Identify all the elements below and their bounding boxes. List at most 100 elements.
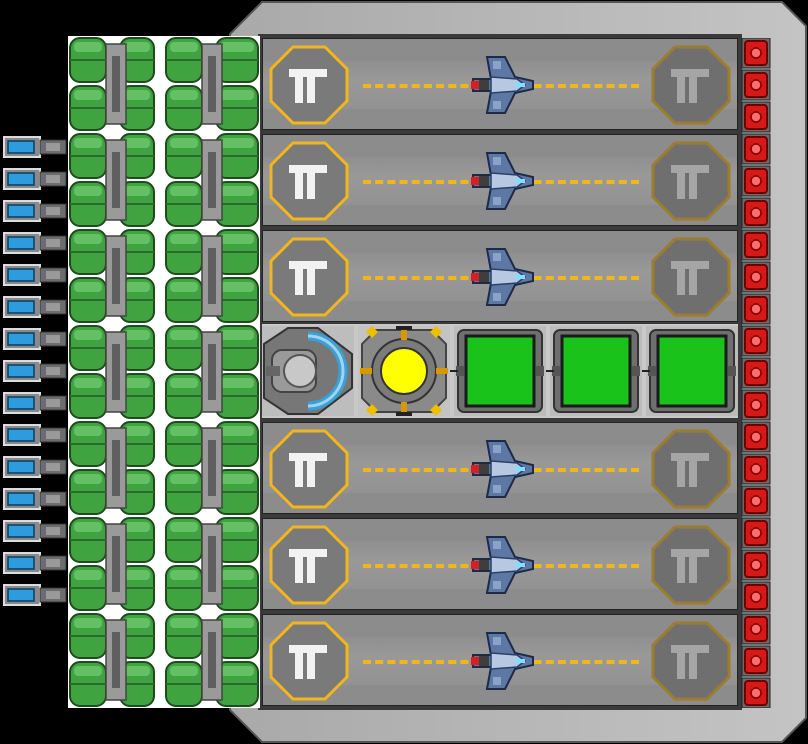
fuel-tank-icon[interactable] [119,229,155,275]
fuel-tank-icon[interactable] [165,37,203,83]
fuel-tank-icon[interactable] [165,613,203,659]
red-module-icon[interactable] [741,645,771,677]
hangar-bay[interactable] [262,518,738,610]
fuel-tank-icon[interactable] [165,373,203,419]
fighter-ship-icon[interactable] [465,243,535,311]
fuel-tank-icon[interactable] [165,133,203,179]
fuel-tank-icon[interactable] [165,565,203,611]
fuel-tank-icon[interactable] [165,517,203,563]
fuel-tank-icon[interactable] [69,181,107,227]
red-module-icon[interactable] [741,101,771,133]
launch-pad-active-icon[interactable] [269,429,349,509]
thruster-icon[interactable] [0,132,68,162]
fuel-tank-icon[interactable] [165,661,203,707]
fuel-tank-icon[interactable] [165,85,203,131]
fuel-tank-icon[interactable] [215,181,259,227]
thruster-icon[interactable] [0,324,68,354]
red-module-icon[interactable] [741,357,771,389]
launch-pad-active-icon[interactable] [269,525,349,605]
hangar-bay[interactable] [262,422,738,514]
hangar-bay[interactable] [262,38,738,130]
fuel-tank-icon[interactable] [165,469,203,515]
fighter-ship-icon[interactable] [465,147,535,215]
hangar-bay[interactable] [262,230,738,322]
thruster-icon[interactable] [0,292,68,322]
red-module-icon[interactable] [741,453,771,485]
thruster-icon[interactable] [0,228,68,258]
fuel-tank-icon[interactable] [69,373,107,419]
fighter-ship-icon[interactable] [465,627,535,695]
red-module-icon[interactable] [741,165,771,197]
fuel-tank-icon[interactable] [69,133,107,179]
thruster-icon[interactable] [0,196,68,226]
fuel-tank-icon[interactable] [165,325,203,371]
fuel-tank-icon[interactable] [215,517,259,563]
thruster-icon[interactable] [0,260,68,290]
thruster-icon[interactable] [0,516,68,546]
red-module-icon[interactable] [741,229,771,261]
storage-container[interactable] [646,326,738,416]
launch-pad-active-icon[interactable] [269,141,349,221]
storage-container[interactable] [550,326,642,416]
thruster-icon[interactable] [0,388,68,418]
red-module-icon[interactable] [741,325,771,357]
thruster-icon[interactable] [0,548,68,578]
fuel-tank-icon[interactable] [69,661,107,707]
red-module-icon[interactable] [741,485,771,517]
fuel-tank-icon[interactable] [215,661,259,707]
thruster-icon[interactable] [0,580,68,610]
landing-pad-inactive-icon[interactable] [651,429,731,509]
red-module-icon[interactable] [741,389,771,421]
launch-pad-active-icon[interactable] [269,45,349,125]
fuel-tank-icon[interactable] [69,37,107,83]
fuel-tank-icon[interactable] [119,181,155,227]
red-module-icon[interactable] [741,421,771,453]
docking-ring-module[interactable] [262,326,354,416]
fuel-tank-icon[interactable] [69,565,107,611]
storage-container[interactable] [454,326,546,416]
thruster-icon[interactable] [0,484,68,514]
red-module-icon[interactable] [741,37,771,69]
fuel-tank-icon[interactable] [165,181,203,227]
fuel-tank-icon[interactable] [69,325,107,371]
fuel-tank-icon[interactable] [215,565,259,611]
fuel-tank-icon[interactable] [165,277,203,323]
red-module-icon[interactable] [741,677,771,709]
red-module-icon[interactable] [741,261,771,293]
fighter-ship-icon[interactable] [465,435,535,503]
fuel-tank-icon[interactable] [215,85,259,131]
landing-pad-inactive-icon[interactable] [651,525,731,605]
reactor-core-module[interactable] [358,326,450,416]
fuel-tank-icon[interactable] [119,85,155,131]
red-module-icon[interactable] [741,549,771,581]
red-module-icon[interactable] [741,133,771,165]
fuel-tank-icon[interactable] [215,325,259,371]
fighter-ship-icon[interactable] [465,531,535,599]
fuel-tank-icon[interactable] [165,421,203,467]
fuel-tank-icon[interactable] [119,565,155,611]
fuel-tank-icon[interactable] [165,229,203,275]
thruster-icon[interactable] [0,356,68,386]
hangar-bay[interactable] [262,134,738,226]
thruster-icon[interactable] [0,452,68,482]
landing-pad-inactive-icon[interactable] [651,141,731,221]
red-module-icon[interactable] [741,517,771,549]
fuel-tank-icon[interactable] [215,613,259,659]
fuel-tank-icon[interactable] [215,133,259,179]
red-module-icon[interactable] [741,581,771,613]
fuel-tank-icon[interactable] [69,613,107,659]
thruster-icon[interactable] [0,164,68,194]
fuel-tank-icon[interactable] [69,469,107,515]
thruster-icon[interactable] [0,420,68,450]
hangar-bay[interactable] [262,614,738,706]
landing-pad-inactive-icon[interactable] [651,621,731,701]
fighter-ship-icon[interactable] [465,51,535,119]
red-module-icon[interactable] [741,197,771,229]
fuel-tank-icon[interactable] [69,85,107,131]
landing-pad-inactive-icon[interactable] [651,45,731,125]
red-module-icon[interactable] [741,293,771,325]
fuel-tank-icon[interactable] [69,421,107,467]
fuel-tank-icon[interactable] [69,277,107,323]
red-module-icon[interactable] [741,69,771,101]
fuel-tank-icon[interactable] [69,229,107,275]
